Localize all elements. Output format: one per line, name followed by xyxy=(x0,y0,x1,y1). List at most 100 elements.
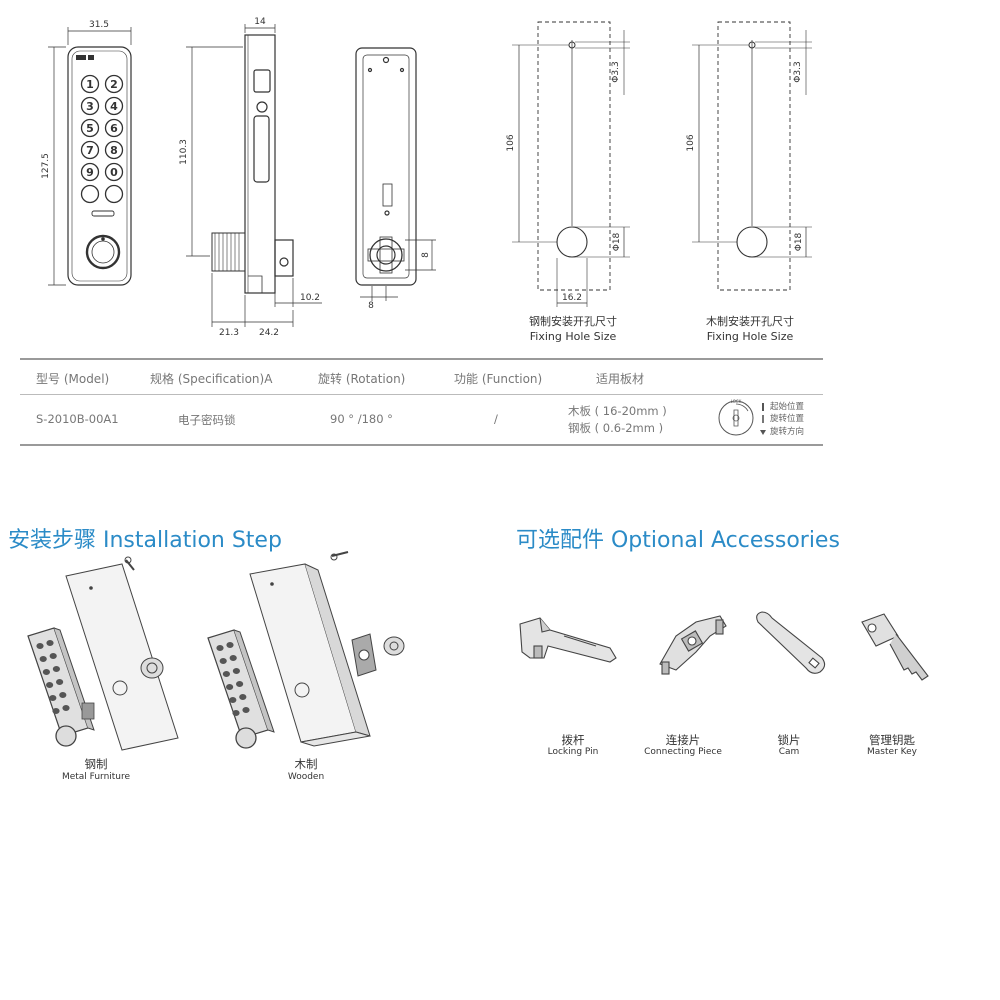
keypad-key-label: 9 xyxy=(86,166,94,179)
keypad-key-label: 1 xyxy=(86,78,94,91)
dim-steel-width: 16.2 xyxy=(562,293,582,303)
cam-illustration xyxy=(756,611,826,674)
table-bottom-rule xyxy=(20,444,823,446)
connecting-piece-zh: 连接片 xyxy=(665,733,701,747)
front-view xyxy=(67,46,132,286)
keypad-key: 1 xyxy=(80,74,100,94)
keypad-dot xyxy=(226,684,234,690)
keypad-dot xyxy=(52,708,60,714)
keypad-key: 9 xyxy=(80,162,100,182)
locking-pin-illustration xyxy=(519,617,617,663)
installation-drawing xyxy=(27,551,405,751)
keypad-key: 8 xyxy=(104,140,124,160)
table-mid-rule xyxy=(20,394,823,395)
installation-title: 安装步骤 Installation Step xyxy=(8,528,282,553)
metal-caption-en: Metal Furniture xyxy=(61,772,131,782)
keypad-key: 0 xyxy=(104,162,124,182)
keypad-key-label: 3 xyxy=(86,100,94,113)
header-spec: 规格 (Specification)A xyxy=(150,372,273,386)
back-view xyxy=(355,47,417,286)
wood-bracket xyxy=(351,633,377,677)
dial-lock-label: LOCK xyxy=(731,399,742,404)
cell-spec: 电子密码锁 xyxy=(178,413,236,427)
rotation-legend: LOCK 起始位置 旋转位置 旋转方向 xyxy=(718,399,805,437)
cell-material-wood: 木板 ( 16-20mm ) xyxy=(568,404,667,418)
keypad-dot xyxy=(216,645,224,651)
dim-steel-height: 106 xyxy=(506,134,516,151)
locking-pin-en: Locking Pin xyxy=(547,747,599,757)
dim-side-width: 14 xyxy=(254,17,266,27)
keypad-key: 7 xyxy=(80,140,100,160)
dim-front-width: 31.5 xyxy=(89,20,109,30)
dim-wood-height: 106 xyxy=(686,134,696,151)
legend-rotate-pos: 旋转位置 xyxy=(770,413,805,424)
dim-side-height: 110.3 xyxy=(179,139,189,165)
wood-caption-en: Wooden xyxy=(287,772,325,782)
dim-back-offset: 8 xyxy=(421,252,431,258)
wood-fixing-hole xyxy=(692,21,812,291)
keypad-dot xyxy=(59,692,67,698)
side-view xyxy=(211,34,294,294)
keypad-dot xyxy=(46,682,54,688)
dim-steel-top-hole: Φ3.3 xyxy=(611,61,621,82)
keypad-dot xyxy=(46,640,54,646)
keypad-dot xyxy=(229,655,237,661)
keypad-dot xyxy=(39,656,47,662)
dim-side-bottom-right: 24.2 xyxy=(259,328,279,338)
keypad-dot xyxy=(49,695,57,701)
header-material: 适用板材 xyxy=(596,372,645,386)
accessories-title: 可选配件 Optional Accessories xyxy=(516,528,840,553)
dim-steel-big-hole: Φ18 xyxy=(612,232,622,251)
cell-function: / xyxy=(494,412,498,426)
header-rotation: 旋转 (Rotation) xyxy=(318,372,406,386)
keypad-dot xyxy=(232,668,240,674)
wood-nut xyxy=(383,636,405,656)
keypad-dot xyxy=(222,671,230,677)
steel-fixing-hole xyxy=(512,21,630,307)
keypad-key-label: 0 xyxy=(110,166,118,179)
keypad-dot xyxy=(56,679,64,685)
wood-install-illustration xyxy=(207,551,405,749)
cell-material-steel: 钢板 ( 0.6-2mm ) xyxy=(568,421,664,435)
master-key-illustration xyxy=(861,613,929,681)
keypad-dot xyxy=(239,694,247,700)
keypad-key-label: 6 xyxy=(110,122,118,135)
wood-hole-caption: 木制安装开孔尺寸 Fixing Hole Size xyxy=(706,315,794,343)
keypad-key: 4 xyxy=(104,96,124,116)
legend-start: 起始位置 xyxy=(770,401,805,412)
dim-side-offset: 10.2 xyxy=(300,293,320,303)
steel-keypad-buttons xyxy=(36,640,70,714)
connecting-piece-illustration xyxy=(659,615,727,675)
keypad-key xyxy=(80,184,100,204)
keypad-dot xyxy=(42,669,51,675)
keypad-dot xyxy=(232,710,240,716)
steel-hole-caption: 钢制安装开孔尺寸 Fixing Hole Size xyxy=(529,315,617,343)
legend-direction: 旋转方向 xyxy=(770,426,804,437)
keypad-key: 6 xyxy=(104,118,124,138)
keypad-dot xyxy=(219,658,227,664)
keypad-key xyxy=(104,184,124,204)
dim-back-bottom: 8 xyxy=(368,301,374,311)
keypad-dot xyxy=(52,666,61,672)
cam-zh: 锁片 xyxy=(777,733,801,747)
keypad-key-label: 7 xyxy=(86,144,94,157)
master-key-zh: 管理钥匙 xyxy=(869,733,915,747)
steel-nut xyxy=(140,657,164,679)
wood-keypad-buttons xyxy=(216,642,250,716)
dim-front-height: 127.5 xyxy=(41,153,51,179)
metal-caption-zh: 钢制 xyxy=(84,757,108,771)
master-key-en: Master Key xyxy=(867,747,917,757)
brand-mark xyxy=(76,55,94,60)
table-top-rule xyxy=(20,358,823,360)
metal-install-illustration xyxy=(27,556,179,751)
connecting-piece-en: Connecting Piece xyxy=(644,747,722,757)
keypad-key-label: 5 xyxy=(86,122,94,135)
cell-rotation: 90 ° /180 ° xyxy=(330,412,393,426)
locking-pin-zh: 拨杆 xyxy=(561,733,585,747)
dim-wood-top-hole: Φ3.3 xyxy=(793,61,803,82)
keypad-key: 3 xyxy=(80,96,100,116)
keypad-dot xyxy=(242,707,250,713)
keypad-key: 2 xyxy=(104,74,124,94)
